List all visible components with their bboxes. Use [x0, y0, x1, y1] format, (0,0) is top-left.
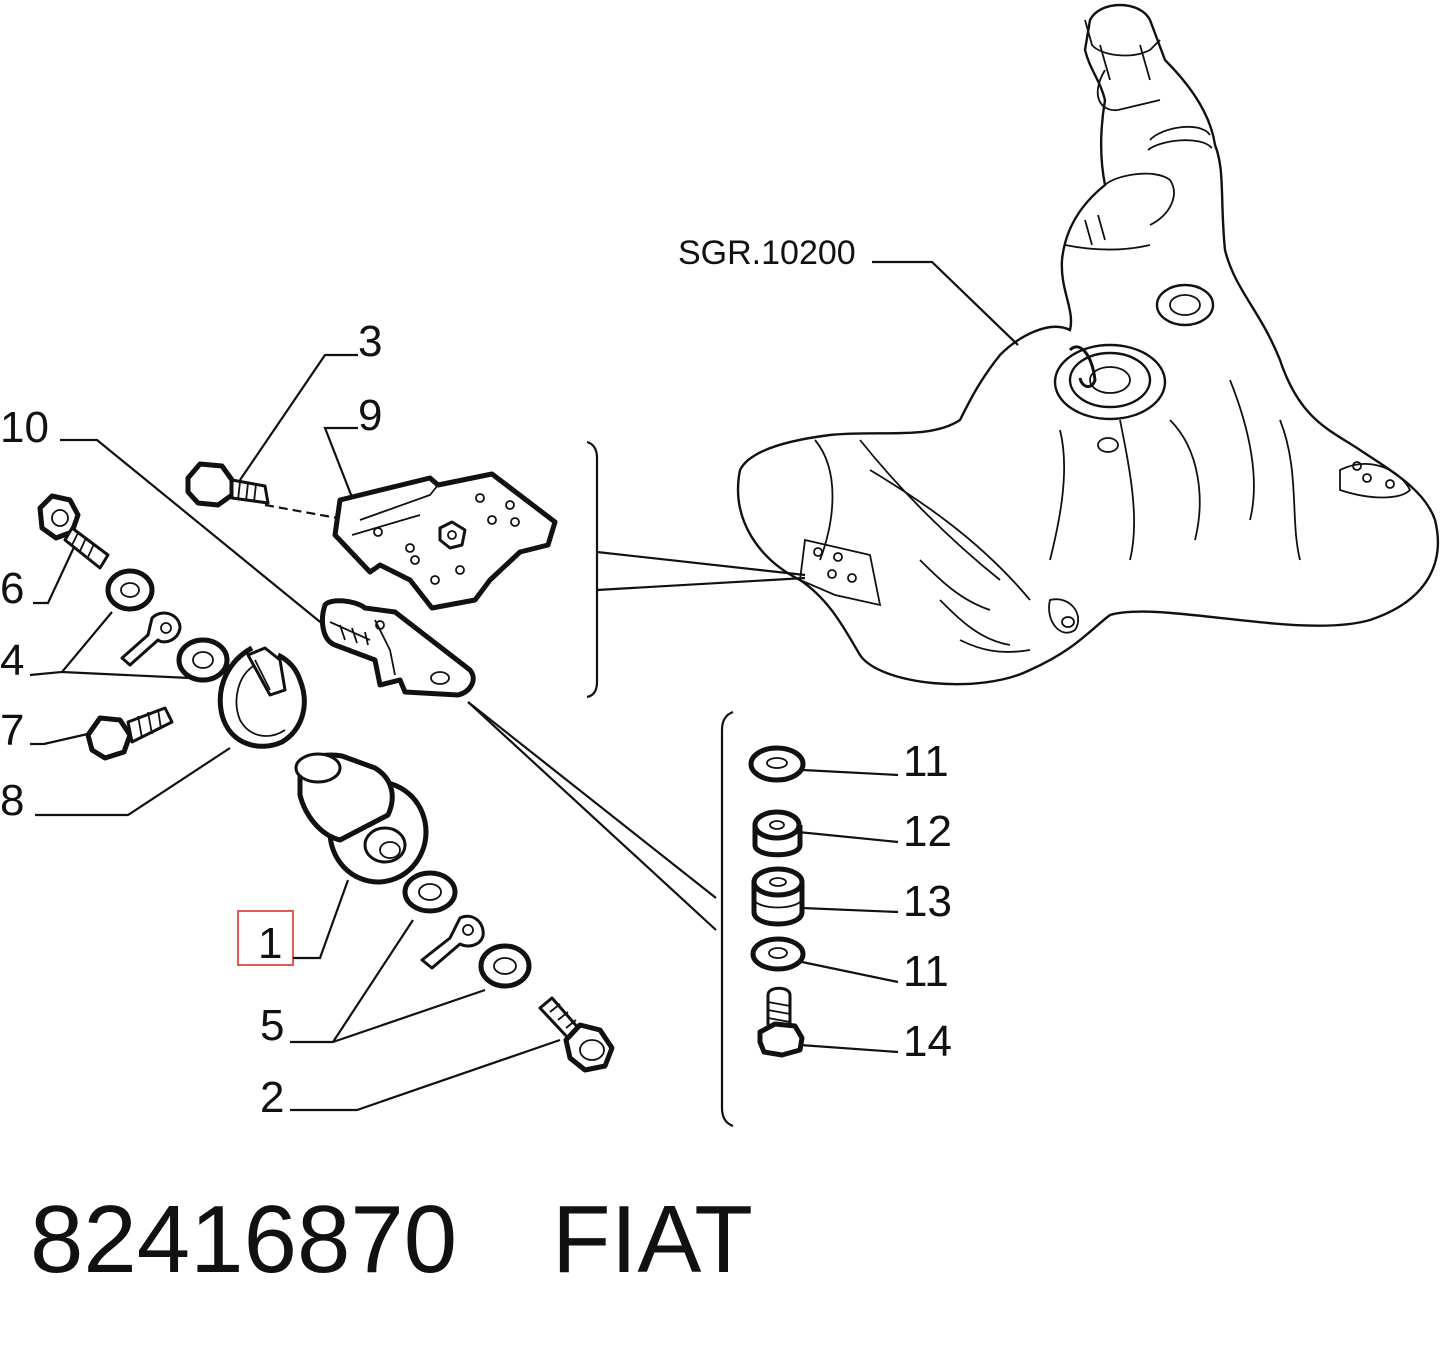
- part-10-bracket: [320, 598, 476, 698]
- leader-lines: [29, 260, 1019, 1112]
- part-9-mounting-plate: [332, 471, 558, 611]
- callout-8: 8: [0, 776, 24, 825]
- callout-11-top: 11: [903, 737, 949, 786]
- part-1-sensor: [294, 752, 429, 885]
- part-3-bolt: [185, 461, 270, 508]
- reference-label: SGR.10200: [678, 234, 856, 272]
- callout-10: 10: [0, 403, 49, 452]
- callout-1-highlight-box: [237, 910, 294, 966]
- callout-11-bottom: 11: [903, 947, 949, 996]
- part-8-clamp: [217, 645, 307, 749]
- callout-13: 13: [903, 877, 952, 926]
- part-11-washer-bottom: [750, 936, 806, 972]
- callout-3: 3: [358, 317, 382, 366]
- part-2-bolt: [538, 996, 615, 1073]
- fuel-tank: [736, 3, 1439, 686]
- part-5-washers: [402, 870, 532, 989]
- part-number: 82416870: [30, 1186, 458, 1293]
- part-12-spacer: [752, 809, 803, 858]
- part-7-bolt: [85, 706, 174, 761]
- callout-12: 12: [903, 807, 952, 856]
- callout-4: 4: [0, 636, 24, 685]
- callout-9: 9: [358, 391, 382, 440]
- group-brackets: [586, 440, 806, 1128]
- part-11-washer-top: [748, 745, 806, 783]
- callout-6: 6: [0, 564, 24, 613]
- callout-1: 1: [258, 919, 282, 968]
- brand-name: FIAT: [552, 1186, 753, 1293]
- callout-5: 5: [260, 1001, 284, 1050]
- callout-14: 14: [903, 1017, 952, 1066]
- part-14-bolt: [757, 986, 805, 1058]
- part-6-bolt: [37, 493, 110, 570]
- callout-2: 2: [260, 1073, 284, 1122]
- callout-7: 7: [0, 706, 24, 755]
- part-13-bushing: [751, 866, 805, 927]
- part-4-washers: [105, 568, 230, 683]
